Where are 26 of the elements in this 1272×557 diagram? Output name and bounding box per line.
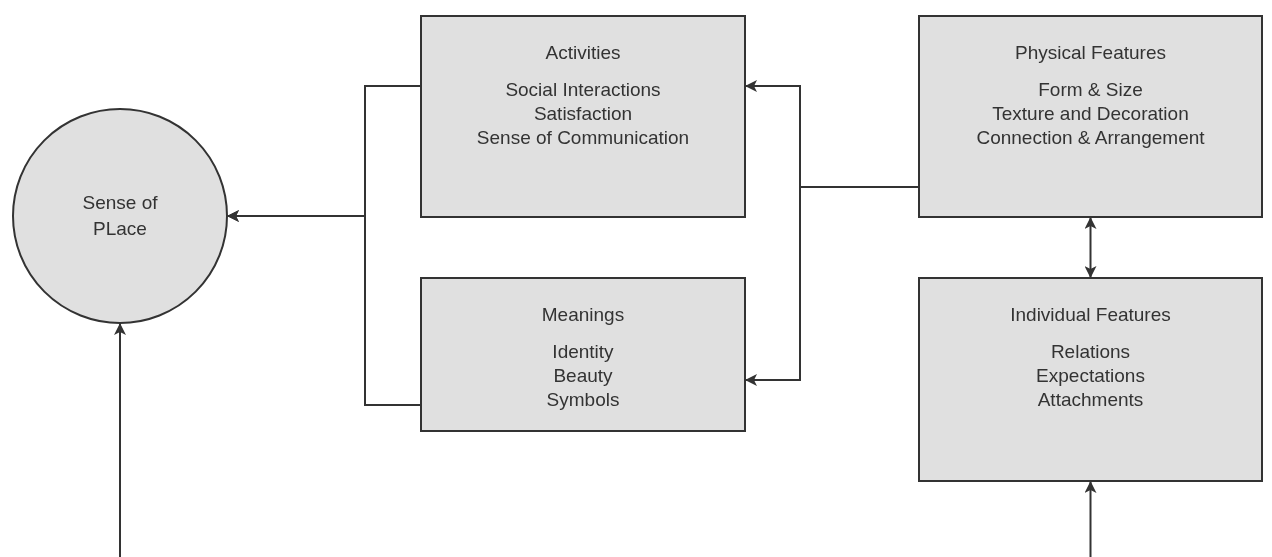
concept-box [420, 277, 746, 432]
circle-label: Sense of PLace [81, 191, 159, 241]
box-item: Expectations [1036, 364, 1145, 388]
box-item: Attachments [1037, 388, 1144, 412]
concept-box [918, 277, 1263, 482]
concept-box [420, 15, 746, 218]
arrow [1084, 217, 1097, 278]
arrow [745, 186, 919, 386]
box-item: Form & Size [1038, 78, 1143, 102]
box-item: Satisfaction [533, 102, 633, 126]
box-heading: Physical Features [1015, 41, 1166, 65]
box-heading: Meanings [541, 303, 625, 327]
box-item: Relations [1050, 340, 1131, 364]
concept-box [918, 15, 1263, 218]
box-heading: Individual Features [1010, 303, 1171, 327]
arrow [227, 210, 421, 406]
box-item: Social Interactions [505, 78, 661, 102]
box-item: Connection & Arrangement [976, 126, 1205, 150]
box-item: Sense of Communication [476, 126, 690, 150]
box-item: Texture and Decoration [992, 102, 1189, 126]
arrow [114, 323, 126, 557]
box-heading: Activities [545, 41, 621, 65]
box-item: Identity [552, 340, 614, 364]
box-item: Symbols [546, 388, 620, 412]
arrow [1084, 481, 1097, 557]
box-item: Beauty [553, 364, 613, 388]
